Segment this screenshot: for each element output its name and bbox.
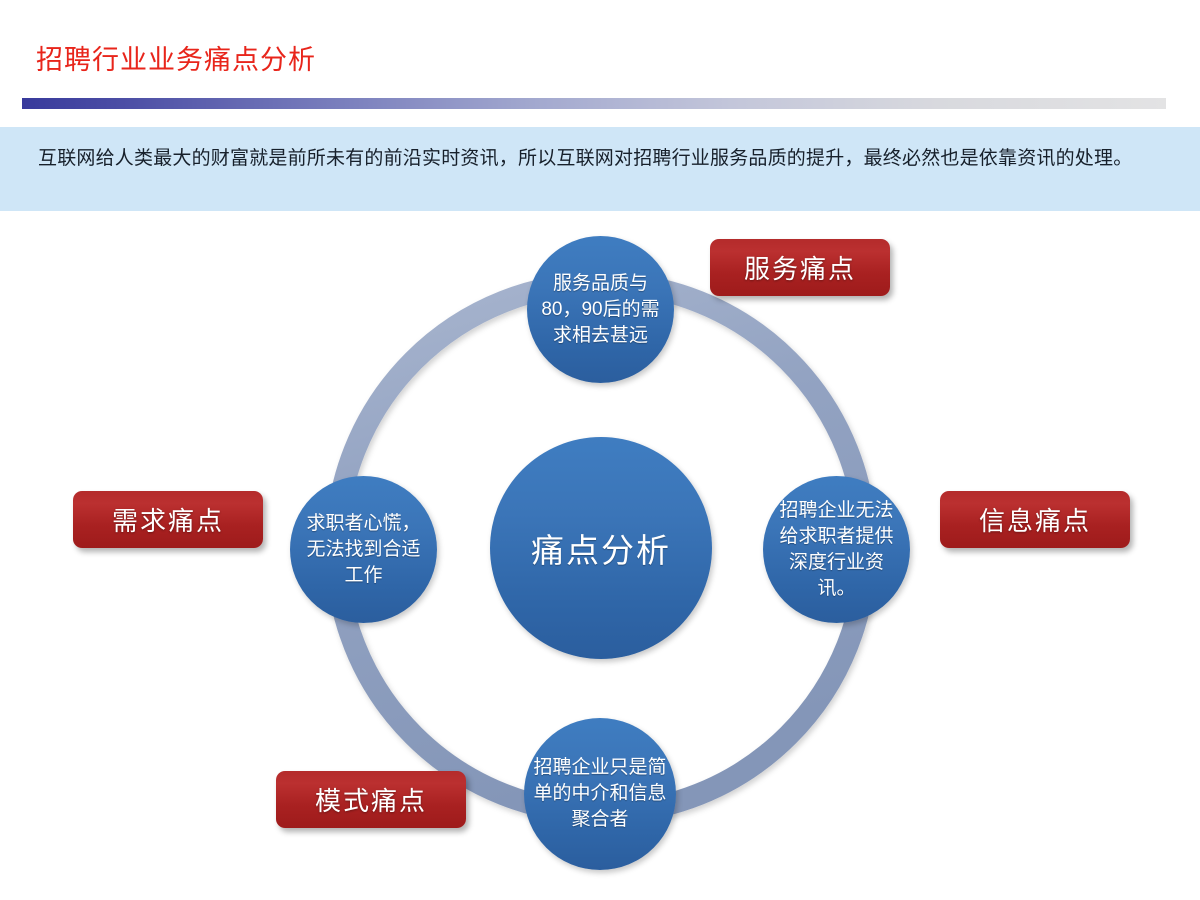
page-title: 招聘行业业务痛点分析	[36, 45, 316, 75]
hub-node[interactable]: 痛点分析	[490, 437, 712, 659]
node-mode-pain-label: 招聘企业只是简单的中介和信息聚合者	[533, 757, 667, 830]
intro-band	[0, 127, 1200, 211]
node-information-pain-label: 招聘企业无法给求职者提供深度行业资讯。	[779, 499, 894, 599]
title-divider-rule	[22, 98, 1166, 109]
node-information-pain[interactable]: 招聘企业无法给求职者提供深度行业资讯。	[763, 476, 910, 623]
tag-demand-pain[interactable]: 需求痛点	[73, 491, 263, 548]
node-service-pain[interactable]: 服务品质与80，90后的需求相去甚远	[527, 236, 674, 383]
pain-point-diagram: 痛点分析 服务品质与80，90后的需求相去甚远 求职者心慌，无法找到合适工作 招…	[0, 215, 1200, 900]
node-mode-pain[interactable]: 招聘企业只是简单的中介和信息聚合者	[524, 718, 676, 870]
tag-mode-pain-label: 模式痛点	[314, 786, 427, 816]
tag-service-pain[interactable]: 服务痛点	[710, 239, 890, 296]
intro-paragraph: 互联网给人类最大的财富就是前所未有的前沿实时资讯，所以互联网对招聘行业服务品质的…	[38, 148, 1133, 169]
tag-information-pain[interactable]: 信息痛点	[940, 491, 1130, 548]
node-service-pain-label: 服务品质与80，90后的需求相去甚远	[541, 272, 660, 346]
node-demand-pain-label: 求职者心慌，无法找到合适工作	[306, 512, 421, 586]
tag-service-pain-label: 服务痛点	[743, 254, 856, 284]
tag-mode-pain[interactable]: 模式痛点	[276, 771, 466, 828]
tag-demand-pain-label: 需求痛点	[111, 506, 224, 536]
hub-node-label: 痛点分析	[531, 532, 671, 569]
node-demand-pain[interactable]: 求职者心慌，无法找到合适工作	[290, 476, 437, 623]
tag-information-pain-label: 信息痛点	[978, 506, 1091, 536]
